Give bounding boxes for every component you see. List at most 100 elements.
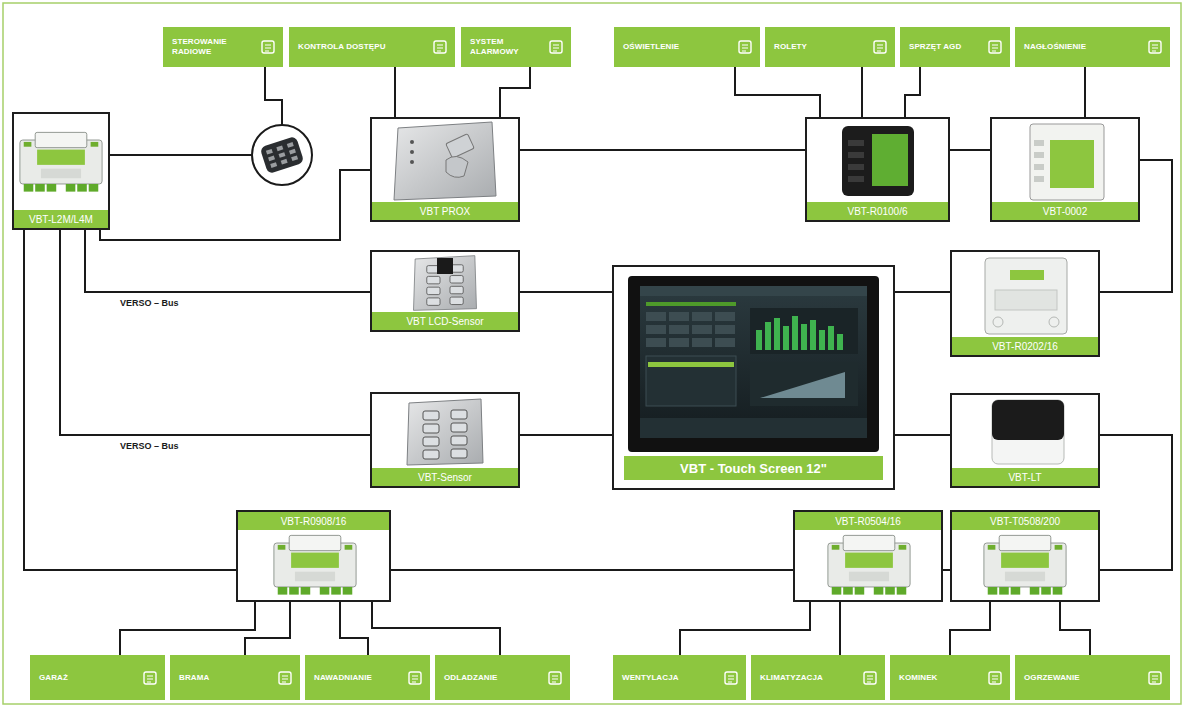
device-box: VBT-T0508/200 (950, 510, 1100, 602)
category-icon (547, 670, 563, 686)
connector (520, 149, 805, 151)
device-label: VBT - Touch Screen 12" (680, 461, 827, 476)
icon-outline (1149, 41, 1161, 53)
icon-outline (144, 672, 156, 684)
icon-detail (265, 45, 271, 51)
icon-detail (437, 45, 443, 51)
device-box: VBT PROX (370, 117, 520, 222)
icon-outline (549, 672, 561, 684)
connector (60, 230, 370, 435)
connector (372, 602, 500, 655)
connector (1060, 602, 1090, 655)
device-label-band: VBT LCD-Sensor (372, 312, 518, 330)
device-label-band: VBT - Touch Screen 12" (624, 456, 883, 480)
device-label-band: VBT PROX (372, 202, 518, 220)
category-box: STEROWANIE RADIOWE (163, 27, 283, 67)
category-box: ODLADZANIE (435, 655, 570, 700)
device-box: VBT-LT (950, 393, 1100, 488)
device-label-band: VBT-R0908/16 (238, 512, 389, 530)
device-label: VBT PROX (420, 206, 470, 217)
connector (120, 602, 255, 655)
device-box: VBT-0002 (990, 117, 1140, 222)
category-box: GARAŻ (30, 655, 165, 700)
icon-outline (279, 672, 291, 684)
category-icon (987, 39, 1003, 55)
category-label: KLIMATYZACJA (760, 673, 823, 683)
category-box: NAWADNIANIE (305, 655, 430, 700)
connector (391, 569, 793, 571)
connector (861, 67, 863, 117)
category-icon (432, 39, 448, 55)
icon-outline (864, 672, 876, 684)
connector (394, 67, 396, 117)
icon-detail (742, 45, 748, 51)
category-box: WENTYLACJA (613, 655, 746, 700)
category-label: NAGŁOŚNIENIE (1024, 42, 1086, 52)
device-label-band: VBT-0002 (992, 202, 1138, 220)
device-label: VBT-Sensor (418, 472, 472, 483)
icon-outline (434, 41, 446, 53)
device-label-band: VBT-LT (952, 468, 1098, 486)
icon-detail (992, 45, 998, 51)
icon-detail (867, 676, 873, 682)
icon-outline (739, 41, 751, 53)
icon-detail (412, 676, 418, 682)
category-label: OŚWIETLENIE (623, 42, 679, 52)
category-label: KONTROLA DOSTĘPU (298, 42, 386, 52)
category-box: KONTROLA DOSTĘPU (289, 27, 455, 67)
icon-outline (989, 41, 1001, 53)
category-icon (407, 670, 423, 686)
category-icon (737, 39, 753, 55)
category-icon (872, 39, 888, 55)
device-box: VBT-R0908/16 (236, 510, 391, 602)
category-box: OGRZEWANIE (1015, 655, 1170, 700)
category-icon (277, 670, 293, 686)
category-label: STEROWANIE RADIOWE (172, 37, 254, 56)
device-label-band: VBT-L2M/L4M (14, 210, 108, 228)
connector (895, 291, 950, 293)
category-box: OŚWIETLENIE (614, 27, 760, 67)
connector (500, 67, 530, 117)
device-label: VBT-L2M/L4M (29, 214, 93, 225)
remote-circle (252, 125, 312, 185)
device-label: VBT-0002 (1043, 206, 1087, 217)
bus-label: VERSO – Bus (118, 298, 181, 309)
device-label: VBT-R0908/16 (281, 516, 347, 527)
icon-detail (282, 676, 288, 682)
category-label: ROLETY (774, 42, 807, 52)
category-icon (987, 670, 1003, 686)
device-box: VBT-L2M/L4M (12, 112, 110, 230)
category-icon (862, 670, 878, 686)
connector (839, 602, 841, 655)
icon-detail (728, 676, 734, 682)
icon-outline (874, 41, 886, 53)
category-label: SYSTEM ALARMOWY (470, 37, 542, 56)
category-label: NAWADNIANIE (314, 673, 372, 683)
icon-outline (262, 41, 274, 53)
category-box: KOMINEK (890, 655, 1010, 700)
device-box: VBT-R0202/16 (950, 250, 1100, 357)
connector (520, 434, 612, 436)
category-label: KOMINEK (899, 673, 937, 683)
category-label: SPRZĘT AGD (909, 42, 961, 52)
category-icon (260, 39, 276, 55)
icon-detail (147, 676, 153, 682)
icon-detail (992, 676, 998, 682)
icon-outline (1149, 672, 1161, 684)
device-label-band: VBT-Sensor (372, 468, 518, 486)
connector (1100, 435, 1172, 570)
category-icon (1147, 670, 1163, 686)
device-label-band: VBT-R0100/6 (807, 202, 948, 220)
category-box: SYSTEM ALARMOWY (461, 27, 571, 67)
connector (85, 230, 370, 292)
category-icon (1147, 39, 1163, 55)
category-label: BRAMA (179, 673, 209, 683)
connector (24, 230, 236, 570)
connector (1084, 67, 1086, 117)
device-label-band: VBT-R0202/16 (952, 337, 1098, 355)
category-icon (548, 39, 564, 55)
connector (905, 67, 920, 117)
icon-detail (1152, 676, 1158, 682)
device-label-band: VBT-R0504/16 (795, 512, 941, 530)
